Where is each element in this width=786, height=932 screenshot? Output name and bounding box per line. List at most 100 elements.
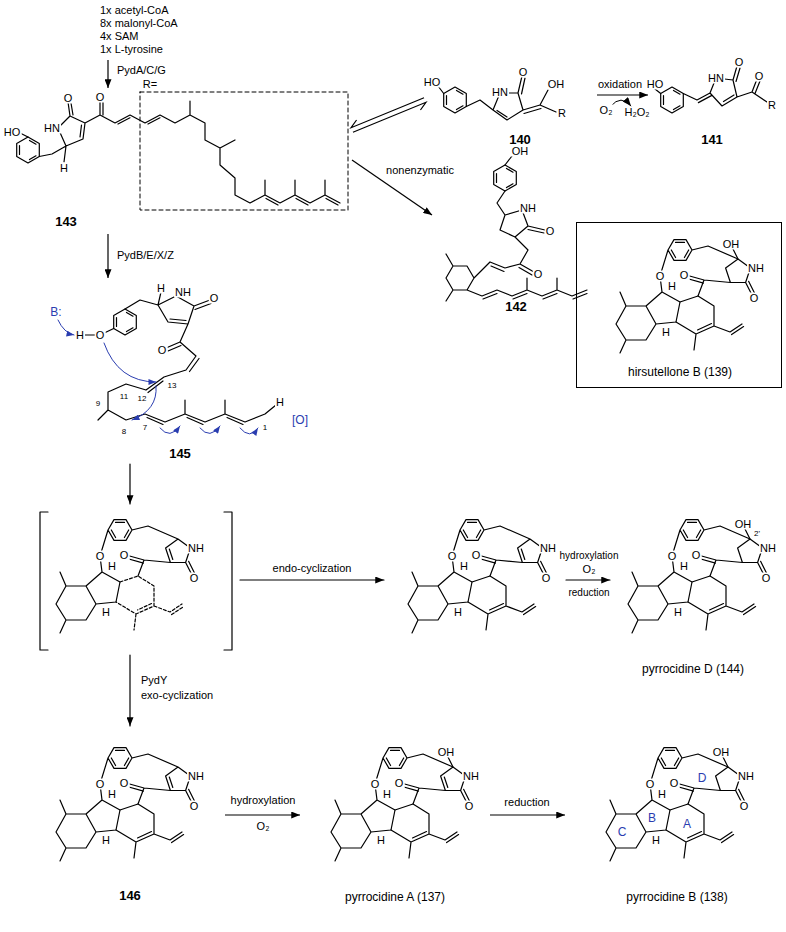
structure-139: [733, 249, 738, 259]
structure-137: [331, 748, 470, 861]
structure-label: O: [63, 93, 74, 104]
structure-label: R: [557, 108, 567, 119]
compound-box: hirsutellone B (139): [576, 222, 782, 388]
structure-label: OH: [712, 747, 731, 758]
structure-label: H: [459, 561, 469, 572]
structure-label: endo-cyclization: [272, 563, 353, 574]
reaction-arrow: [597, 95, 648, 96]
atom-number: 1: [262, 424, 268, 432]
compound-label: pyrrocidine D (144): [642, 663, 744, 676]
compound: 146: [30, 728, 225, 908]
structure-label: reduction: [567, 588, 610, 598]
structure-label: hydroxylation: [559, 551, 620, 561]
precursor: 8x malonyl-CoA: [100, 17, 194, 30]
intermediate-structure: [169, 549, 173, 560]
compound: 142: [432, 145, 600, 318]
step-arrow: [129, 464, 130, 504]
endo-structure: [468, 576, 536, 630]
bracket: [40, 512, 232, 650]
structure-label: O: [471, 550, 482, 561]
structure-label: O: [394, 778, 405, 789]
structure-label: HO: [3, 127, 22, 138]
arrow-line: [107, 234, 108, 278]
highlight-label: B:: [49, 306, 62, 318]
structure-145: [80, 292, 276, 425]
structure-label: O: [749, 293, 760, 304]
structure-138: [723, 757, 728, 767]
structure-label: O: [518, 67, 529, 78]
reaction-arrow: [490, 815, 565, 816]
structure-label: O: [754, 71, 765, 82]
structure-label: O: [533, 269, 544, 280]
structure-146: [56, 748, 195, 861]
structure-label: O: [655, 271, 666, 282]
structure-label: H: [679, 561, 689, 572]
electron-arrows: [200, 426, 220, 434]
structure-label: HO: [646, 79, 665, 90]
atom-number: 13: [167, 382, 178, 390]
arrow-line: [351, 98, 426, 133]
structure-label: O: [679, 270, 690, 281]
structure-label: PydY: [140, 675, 168, 686]
structure-label: NH: [737, 771, 755, 782]
structure-144: [745, 529, 750, 539]
reagent-label: nonenzymatic: [385, 165, 455, 176]
compound: 145: [35, 278, 320, 464]
structure-label: H: [657, 789, 667, 800]
compound: pyrrocidine B (138): [565, 728, 786, 910]
structure-label: O: [645, 779, 656, 790]
arrow-line: [107, 60, 108, 88]
structure-label: HN: [491, 87, 509, 98]
structure-141: [655, 66, 767, 106]
structure-label: R: [767, 100, 777, 111]
structure-label: O: [691, 550, 702, 561]
structure-label: NH: [519, 203, 537, 214]
structure-label: NH: [539, 543, 557, 554]
structure-label: O: [95, 551, 106, 562]
highlight-label: [O]: [291, 414, 309, 426]
structure-146: [116, 804, 184, 858]
intermediate-structure: [56, 520, 195, 633]
structure-label: O₂: [599, 105, 614, 116]
compound: pyrrocidine A (137): [300, 728, 490, 910]
structure-142: [494, 165, 517, 191]
structure-label: HO: [423, 77, 442, 88]
structure-label: H: [673, 607, 683, 618]
structure-146: [56, 748, 195, 861]
highlight-label: C: [617, 826, 628, 838]
atom-number: 12: [137, 395, 148, 403]
intermediate-structure: [116, 576, 184, 630]
structure-140: [444, 87, 467, 113]
oxidation-curl: [611, 100, 631, 106]
precursor: 1x acetyl-CoA: [100, 4, 194, 17]
structure-label: O: [761, 573, 772, 584]
electron-arrows: [58, 320, 258, 434]
structure-label: R=: [142, 79, 158, 90]
structure-label: H: [667, 281, 677, 292]
structure-144: [628, 520, 767, 633]
structure-143: [17, 137, 40, 163]
structure-138: [606, 748, 745, 861]
structure-145: [114, 309, 137, 335]
reagent-label: oxidation: [597, 79, 643, 90]
structure-label: H: [651, 835, 661, 846]
structure-label: NH: [187, 771, 205, 782]
structure-label: NH: [462, 771, 480, 782]
atom-number: 7: [142, 424, 148, 432]
structure-143: [18, 100, 340, 205]
step-arrow: [566, 579, 610, 580]
atom-number: 2': [753, 530, 761, 538]
structure-label: O: [447, 551, 458, 562]
structure-label: OH: [722, 239, 741, 250]
structure-label: O: [95, 779, 106, 790]
structure-label: O: [209, 293, 220, 304]
atom-number: 8: [121, 428, 127, 436]
highlight-label: D: [697, 772, 708, 784]
compound-label: 143: [55, 215, 77, 229]
electron-arrows: [160, 426, 180, 434]
structure-label: H: [382, 789, 392, 800]
electron-arrows: [240, 428, 258, 434]
reagent-label: reduction: [503, 797, 550, 808]
